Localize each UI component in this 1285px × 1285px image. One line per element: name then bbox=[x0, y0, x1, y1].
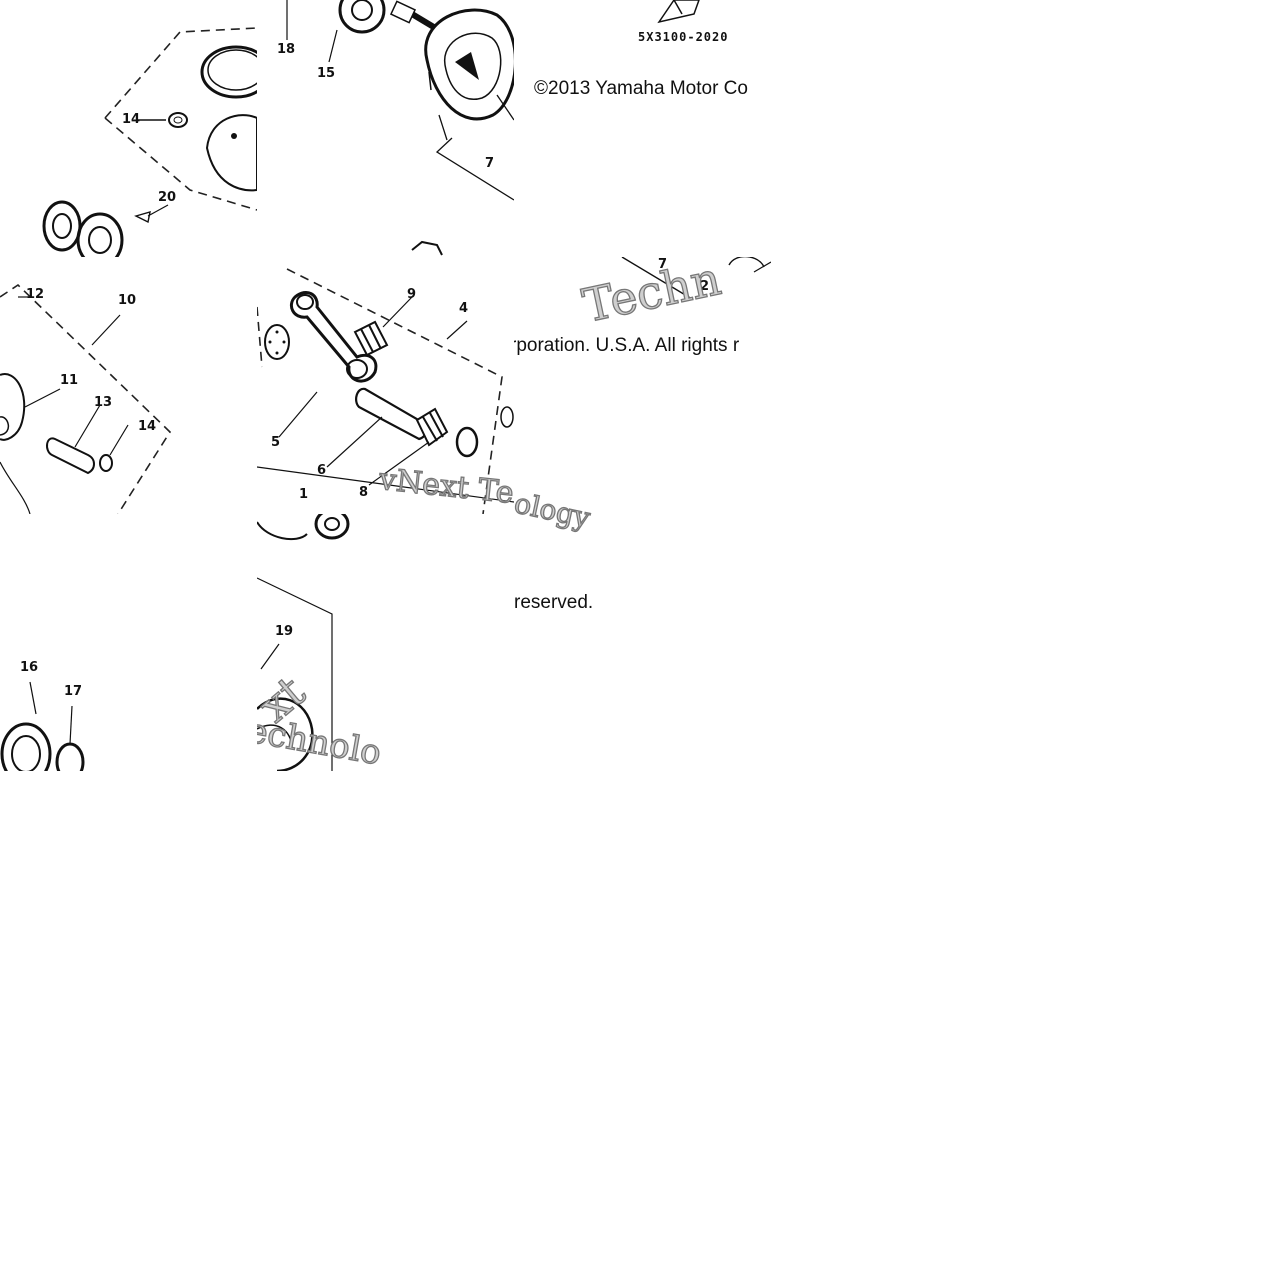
tile-oil-seal: 19 xt echnolo bbox=[257, 514, 514, 771]
callout-10: 10 bbox=[118, 293, 137, 308]
callout-14: 14 bbox=[138, 419, 157, 434]
tile-bearings: 16 17 bbox=[0, 514, 257, 771]
copyright-line-1: ©2013 Yamaha Motor Co bbox=[534, 78, 748, 99]
oil-seal-drawing bbox=[257, 514, 350, 771]
tile-crankshaft: 18 15 7 bbox=[257, 0, 514, 257]
callout-20: 20 bbox=[158, 190, 177, 205]
callout-4: 4 bbox=[459, 301, 469, 316]
shaft-fragment-drawing bbox=[621, 257, 771, 300]
copyright-line-3: reserved. bbox=[514, 592, 594, 613]
callout-16: 16 bbox=[20, 660, 39, 675]
callout-7: 7 bbox=[485, 156, 495, 171]
callout-7: 7 bbox=[658, 257, 668, 272]
callout-8: 8 bbox=[359, 485, 369, 500]
tile-piston-rings: 14 20 bbox=[0, 0, 257, 257]
callout-6: 6 bbox=[317, 463, 327, 478]
callout-1: 1 bbox=[299, 487, 309, 502]
crankshaft-drawing bbox=[286, 0, 514, 256]
callout-12: 12 bbox=[26, 287, 45, 302]
bearing-drawing bbox=[0, 681, 85, 771]
tile-copyright-end: reserved. bbox=[514, 514, 771, 771]
callout-17: 17 bbox=[64, 684, 83, 699]
tile-watermark-fragment: ology bbox=[514, 490, 618, 542]
callout-11: 11 bbox=[60, 373, 79, 388]
tile-piston-pin: 12 10 11 13 14 bbox=[0, 257, 257, 514]
forward-arrow-icon bbox=[657, 0, 700, 24]
tile-copyright: 7 2 Techn rporation. U.S.A. All rights r bbox=[514, 257, 771, 514]
callout-19: 19 bbox=[275, 624, 294, 639]
watermark-text: ology bbox=[514, 490, 594, 535]
callout-15: 15 bbox=[317, 66, 336, 81]
copyright-line-2: rporation. U.S.A. All rights r bbox=[514, 335, 740, 356]
callout-9: 9 bbox=[407, 287, 417, 302]
callout-14: 14 bbox=[122, 112, 141, 127]
callout-13: 13 bbox=[94, 395, 113, 410]
part-code-label: 5X3100-2020 bbox=[638, 30, 729, 44]
piston-drawing bbox=[42, 27, 257, 257]
callout-2: 2 bbox=[700, 279, 710, 294]
connecting-rod-drawing bbox=[257, 268, 514, 514]
callout-18: 18 bbox=[277, 42, 296, 57]
callout-5: 5 bbox=[271, 435, 281, 450]
tile-part-code: 5X3100-2020 ©2013 Yamaha Motor Co bbox=[514, 0, 771, 257]
tile-connecting-rod: 9 4 5 6 1 8 vNext Te bbox=[257, 257, 514, 514]
piston-pin-drawing bbox=[0, 283, 172, 514]
